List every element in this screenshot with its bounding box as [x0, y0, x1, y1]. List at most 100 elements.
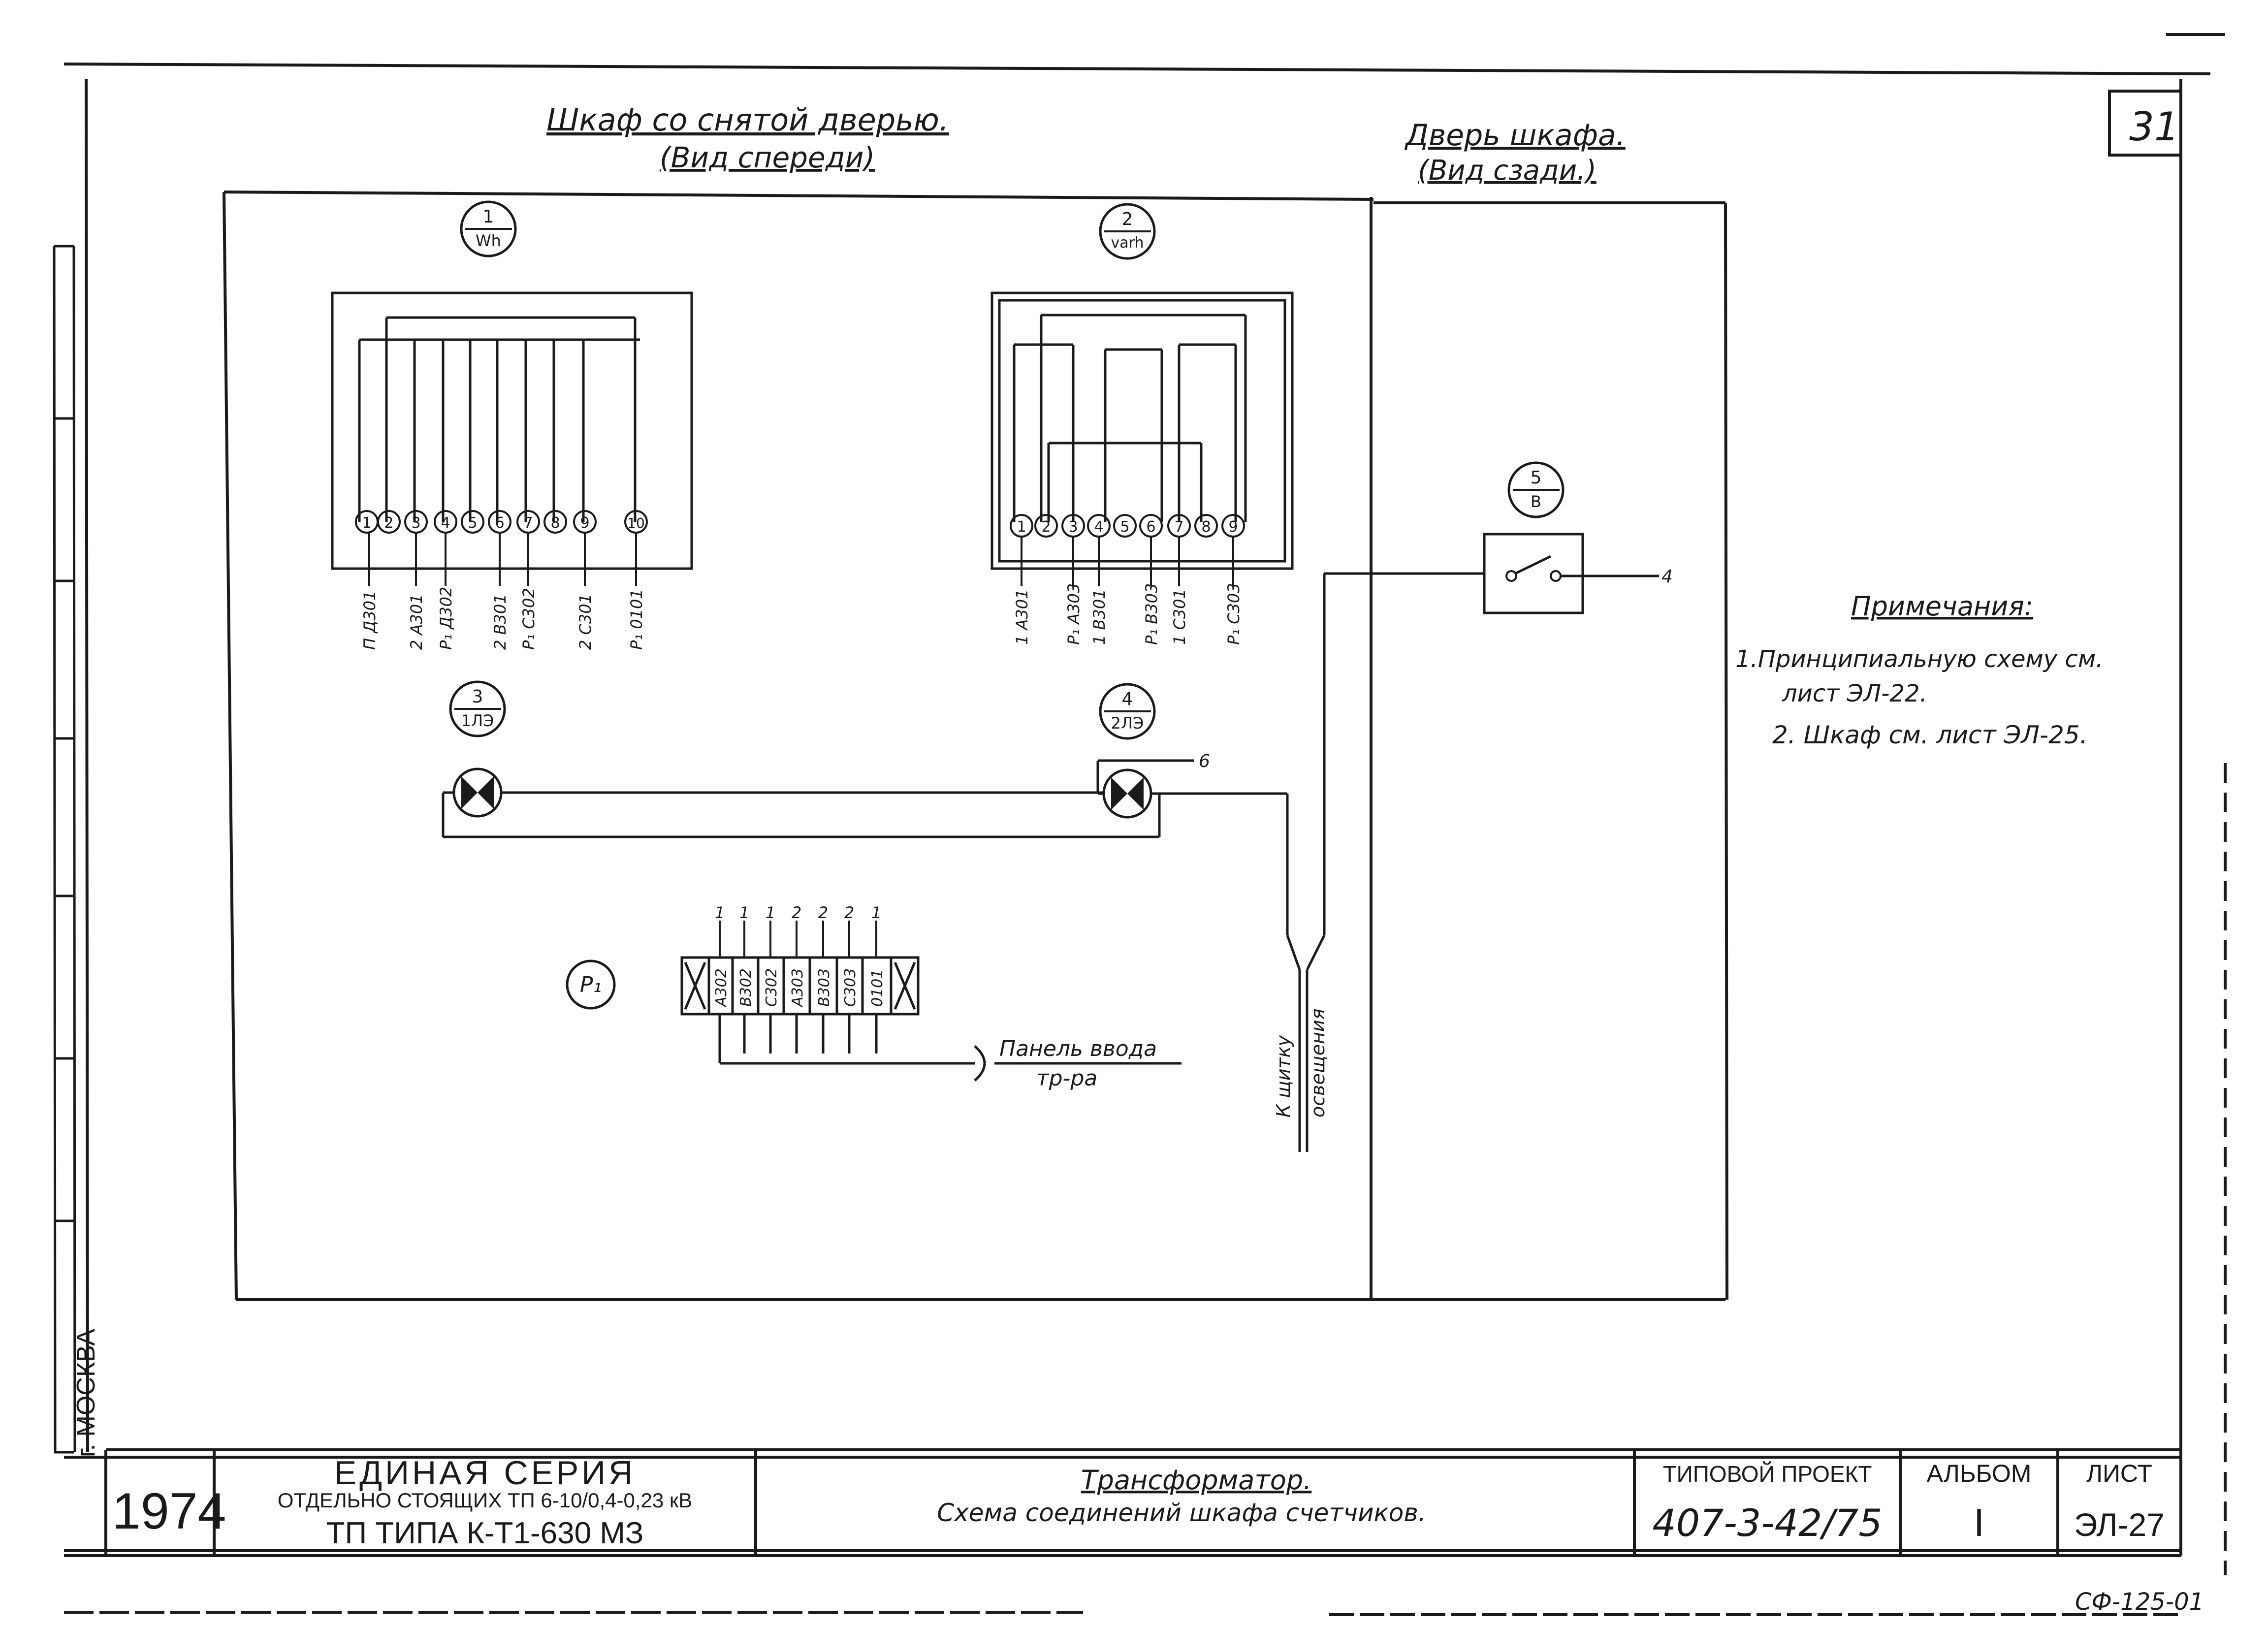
- m1-wire-label-2: 2 А301: [407, 594, 426, 650]
- year: 1974: [112, 1483, 226, 1540]
- cabinet-view-subtitle: (Вид спереди): [660, 141, 875, 174]
- notes-line-3: 2. Шкаф см. лист ЭЛ-25.: [1772, 721, 2088, 749]
- m1-wire-label-6: 2 С301: [576, 594, 595, 650]
- tb-top-label-1: 1: [715, 903, 725, 922]
- series-title: ЕДИНАЯ СЕРИЯ: [334, 1454, 636, 1492]
- lamp-3-symbol: [452, 767, 503, 818]
- m1-terminal-9: 9: [580, 514, 589, 532]
- tb-cell-1: А302: [713, 968, 730, 1008]
- m2-wire-label-1: 1 А301: [1013, 589, 1031, 645]
- switch-5-tag: 5 В: [1507, 461, 1565, 518]
- tb-cell-5: В303: [816, 968, 833, 1007]
- feed-label-1: Панель ввода: [999, 1036, 1157, 1061]
- tb-cell-4: А303: [789, 968, 806, 1008]
- m2-terminal-4: 4: [1094, 518, 1103, 536]
- meter-2: 2 varh 1 2 3 4 5 6: [990, 203, 1294, 645]
- m1-wire-label-3: Р₁ Д302: [437, 587, 455, 650]
- meter-1: 1 Wh 1 2 3 4 5 6 7 8 9: [331, 200, 693, 650]
- series-subtitle: ОТДЕЛЬНО СТОЯЩИХ ТП 6-10/0,4-0,23 кВ: [278, 1489, 693, 1512]
- lamp-4-symbol: [1102, 768, 1152, 819]
- lamp-wiring: [442, 759, 1301, 970]
- switch-5-tag-num: 5: [1531, 468, 1542, 488]
- meter-2-wire-labels: 1 А301 Р₁ А303 1 В301 Р₁ В303 1 С301 Р₁ …: [1013, 583, 1243, 645]
- lamp-3-tag-sub: 1ЛЭ: [461, 711, 494, 730]
- switch-5: 5 В: [1483, 461, 1659, 614]
- lamp-wire-label: 6: [1199, 751, 1210, 771]
- lamp-3-tag-num: 3: [472, 687, 483, 707]
- lamp-4-tag: 4 2ЛЭ: [1099, 683, 1156, 740]
- terminal-block-top-wires: [719, 921, 877, 958]
- meter-2-tag: 2 varh: [1099, 203, 1156, 260]
- meter-2-tag-num: 2: [1122, 209, 1133, 229]
- title-block: 1974 ЕДИНАЯ СЕРИЯ ОТДЕЛЬНО СТОЯЩИХ ТП 6-…: [64, 1448, 2182, 1557]
- terminal-block-tag: Р₁: [580, 972, 602, 997]
- sheet-label: ЛИСТ: [2086, 1460, 2152, 1487]
- lamp-4-tag-sub: 2ЛЭ: [1111, 714, 1144, 733]
- lighting-label-1: К щитку: [1273, 1035, 1294, 1117]
- terminal-block-feed: [718, 1014, 1182, 1082]
- notes-line-2: лист ЭЛ-22.: [1782, 680, 1927, 707]
- m1-terminal-8: 8: [550, 514, 560, 532]
- m2-wire-label-3: 1 В301: [1090, 589, 1109, 645]
- notes: Примечания: 1.Принципиальную схему см. л…: [1735, 591, 2103, 749]
- m2-wire-label-2: Р₁ А303: [1064, 583, 1083, 645]
- album-value: I: [1974, 1500, 1984, 1544]
- m2-terminal-9: 9: [1228, 518, 1238, 536]
- tb-top-label-2: 1: [739, 903, 749, 922]
- tb-top-label-3: 1: [766, 903, 775, 922]
- cabinet-outline: [223, 191, 1728, 1301]
- drawing-subtitle: Схема соединений шкафа счетчиков.: [937, 1499, 1426, 1527]
- meter-2-wires: [1021, 537, 1234, 586]
- tb-top-label-4: 2: [792, 903, 801, 922]
- m2-wire-label-4: Р₁ В303: [1142, 583, 1161, 645]
- m2-terminal-2: 2: [1041, 518, 1051, 536]
- terminal-block-cells: А302 В302 С302 А303 В303 С303 0101: [713, 968, 886, 1008]
- m1-terminal-5: 5: [468, 514, 477, 532]
- m2-terminal-5: 5: [1120, 518, 1129, 536]
- cabinet-view-title: Шкаф со снятой дверью.: [546, 102, 949, 138]
- lamp-3-tag: 3 1ЛЭ: [449, 680, 506, 737]
- m1-terminal-4: 4: [441, 514, 450, 532]
- lamp-4: 4 2ЛЭ: [1099, 683, 1156, 819]
- project-number: 407-3-42/75: [1652, 1501, 1882, 1545]
- m1-terminal-7: 7: [523, 514, 533, 532]
- meter-2-tag-sub: varh: [1111, 234, 1144, 252]
- switch-5-tag-sub: В: [1531, 492, 1541, 511]
- lamp-4-tag-num: 4: [1122, 689, 1133, 709]
- meter-1-tag-sub: Wh: [476, 231, 501, 250]
- m1-wire-label-7: Р₁ 0101: [627, 589, 646, 650]
- album-label: АЛЬБОМ: [1927, 1460, 2032, 1487]
- meter-1-wire-labels: П Д301 2 А301 Р₁ Д302 2 В301 Р₁ С302 2 С…: [360, 587, 646, 650]
- sheet-frame: [64, 33, 2227, 1616]
- notes-heading: Примечания:: [1851, 591, 2033, 622]
- meter-1-tag-num: 1: [483, 207, 494, 227]
- tp-type: ТП ТИПА К-Т1-630 МЗ: [326, 1516, 644, 1550]
- lighting-label-2: освещения: [1307, 1009, 1329, 1118]
- feed-label-2: тр-ра: [1036, 1066, 1097, 1091]
- meter-2-terminals: 1 2 3 4 5 6 7 8 9: [1010, 514, 1245, 538]
- m2-wire-label-6: Р₁ С303: [1224, 583, 1243, 645]
- sheet-value: ЭЛ-27: [2074, 1506, 2165, 1543]
- binding-strip: [53, 245, 76, 1454]
- m2-terminal-7: 7: [1174, 518, 1183, 536]
- sheet-number: 31: [2129, 104, 2179, 150]
- door-view-title: Дверь шкафа.: [1404, 118, 1626, 153]
- m1-wire-label-1: П Д301: [360, 591, 379, 650]
- m2-terminal-1: 1: [1017, 518, 1026, 536]
- meter-1-tag: 1 Wh: [460, 200, 517, 257]
- m2-terminal-6: 6: [1146, 518, 1155, 536]
- notes-line-1: 1.Принципиальную схему см.: [1735, 645, 2103, 673]
- m1-wire-label-5: Р₁ С302: [519, 588, 538, 650]
- door-view-subtitle: (Вид сзади.): [1418, 155, 1597, 187]
- archive-code: СФ-125-01: [2075, 1588, 2204, 1616]
- switch-wire-label: 4: [1661, 567, 1673, 587]
- project-label: ТИПОВОЙ ПРОЕКТ: [1663, 1461, 1872, 1487]
- lighting-bundle: [1298, 572, 1484, 1152]
- m2-terminal-3: 3: [1068, 518, 1078, 536]
- tb-top-label-5: 2: [818, 903, 828, 922]
- m1-terminal-1: 1: [362, 514, 371, 532]
- drawing-title: Трансформатор.: [1081, 1465, 1312, 1496]
- tb-cell-7: 0101: [869, 969, 886, 1007]
- m2-terminal-8: 8: [1201, 518, 1211, 536]
